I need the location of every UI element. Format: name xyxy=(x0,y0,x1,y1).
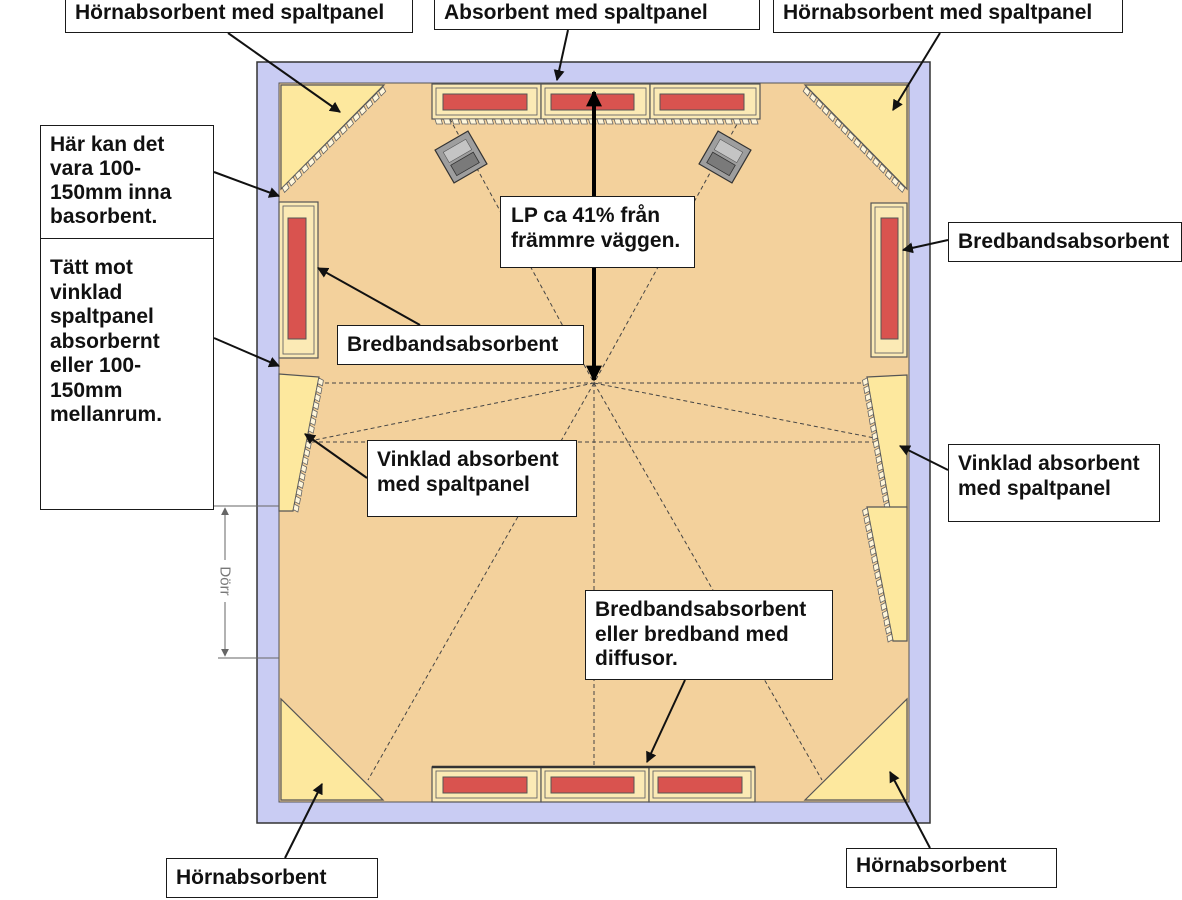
label-listening-position: LP ca 41% från främmre väggen. xyxy=(500,196,695,268)
front-panel-3-frame xyxy=(653,87,757,116)
slat-panel-front xyxy=(434,118,759,125)
speaker-left-face xyxy=(450,151,480,177)
label-left-angled: Vinklad absorbent med spaltpanel xyxy=(367,440,577,517)
label-bottom-left-corner: Hörnabsorbent xyxy=(166,858,378,898)
label-top-right-corner: Hörnabsorbent med spaltpanel xyxy=(773,0,1123,33)
label-left-broadband: Bredbandsabsorbent xyxy=(337,325,584,365)
label-line: vinklad xyxy=(50,280,123,304)
sight-line-left-reflection xyxy=(304,382,595,443)
label-line: eller 100- xyxy=(50,354,142,377)
label-line: med spaltpanel xyxy=(377,472,530,496)
pointer-top-left-corner xyxy=(227,32,341,113)
slat-panel-top-left xyxy=(281,86,387,194)
label-rear-wall: Bredbandsabsorbent eller bredband med di… xyxy=(585,590,833,680)
label-line: basorbent. xyxy=(50,205,158,228)
label-line: Tätt mot xyxy=(50,256,133,279)
rear-panel-2-core xyxy=(550,776,635,794)
right-broadband-absorber xyxy=(870,202,908,358)
pointer-angled-gap xyxy=(213,337,281,368)
left-broadband-core xyxy=(287,217,307,340)
speaker-right-icon xyxy=(698,130,752,184)
pointer-top-right-corner xyxy=(892,32,941,111)
label-right-broadband: Bredbandsabsorbent xyxy=(948,222,1182,262)
pointer-right-broadband xyxy=(901,239,949,254)
pointer-right-angled xyxy=(899,445,949,471)
label-line: absorbernt xyxy=(50,329,160,353)
label-line: diffusor. xyxy=(595,647,678,670)
rear-panel-2-frame xyxy=(544,770,646,799)
label-text: Bredbandsabsorbent xyxy=(958,230,1170,253)
sight-line-rear-left xyxy=(367,382,595,781)
label-text: Hörnabsorbent med spaltpanel xyxy=(783,1,1093,24)
pointer-front-wall xyxy=(553,29,569,82)
door-label: Dörr xyxy=(217,566,234,595)
label-line: mellanrum. xyxy=(50,403,163,426)
rear-panel-3-core xyxy=(657,776,743,794)
right-broadband-core xyxy=(880,217,899,340)
pointer-left-broadband xyxy=(317,267,421,326)
label-line: främmre väggen. xyxy=(511,228,681,252)
label-line: spaltpanel xyxy=(50,305,154,328)
corner-absorber-bottom-right xyxy=(803,697,908,801)
corner-absorber-top-right xyxy=(803,84,908,191)
label-line: Här kan det xyxy=(50,133,165,156)
corner-absorber-bottom-left xyxy=(280,697,385,801)
left-broadband-frame xyxy=(282,205,315,355)
speaker-left-icon xyxy=(434,130,488,184)
pointer-rear-wall xyxy=(646,679,686,763)
slat-panel-top-right xyxy=(802,86,906,194)
slat-panel-angled-right-upper xyxy=(862,377,891,511)
rear-panel-1-frame xyxy=(435,770,538,799)
door-dimension: Dörr xyxy=(214,505,279,659)
label-line: LP ca 41% från xyxy=(511,204,661,227)
label-angled-gap-note: Tätt mot vinklad spaltpanel absorbernt e… xyxy=(40,238,214,510)
label-text: Absorbent med spaltpanel xyxy=(444,1,708,24)
slat-panel-angled-right-lower xyxy=(862,507,894,643)
pointer-left-angled xyxy=(304,433,368,479)
corner-absorber-top-left xyxy=(280,84,386,191)
label-text: Bredbandsabsorbent xyxy=(347,333,559,356)
label-line: eller bredband med xyxy=(595,622,789,646)
label-text: Hörnabsorbent xyxy=(856,854,1007,877)
label-line: vara 100- xyxy=(50,157,142,180)
speaker-left-top xyxy=(442,138,473,164)
rear-panel-3-frame xyxy=(652,770,752,799)
label-line: Vinklad absorbent xyxy=(958,452,1140,475)
speaker-left-body xyxy=(434,130,488,184)
front-panel-3-core xyxy=(659,93,745,111)
label-text: Hörnabsorbent xyxy=(176,866,327,889)
pointer-bottom-left-corner xyxy=(284,783,323,859)
label-right-angled: Vinklad absorbent med spaltpanel xyxy=(948,444,1160,522)
right-broadband-frame xyxy=(874,206,904,354)
front-panel-1-core xyxy=(442,93,528,111)
rear-wall-absorbers xyxy=(431,765,756,803)
speaker-right-face xyxy=(706,151,736,177)
pointer-bass-gap xyxy=(213,171,281,198)
speaker-right-body xyxy=(698,130,752,184)
sight-line-right-reflection xyxy=(593,382,896,443)
label-pointers xyxy=(213,29,949,859)
label-line: 150mm inna xyxy=(50,181,172,204)
front-panel-1-frame xyxy=(435,87,538,116)
label-line: med spaltpanel xyxy=(958,476,1111,500)
speaker-right-top xyxy=(713,138,744,164)
left-broadband-absorber xyxy=(278,201,319,359)
label-text: Hörnabsorbent med spaltpanel xyxy=(75,1,385,24)
label-front-wall: Absorbent med spaltpanel xyxy=(434,0,760,30)
sight-line-rear-right xyxy=(593,382,823,781)
angled-absorber-left xyxy=(278,373,320,512)
label-line: Bredbandsabsorbent xyxy=(595,598,807,621)
label-bass-gap-note: Här kan det vara 100- 150mm inna basorbe… xyxy=(40,125,214,239)
label-top-left-corner: Hörnabsorbent med spaltpanel xyxy=(65,0,413,33)
pointer-bottom-right-corner xyxy=(889,771,931,849)
rear-panel-1-core xyxy=(442,776,528,794)
label-line: Vinklad absorbent xyxy=(377,448,559,471)
label-bottom-right-corner: Hörnabsorbent xyxy=(846,848,1057,888)
label-line: 150mm xyxy=(50,378,123,402)
